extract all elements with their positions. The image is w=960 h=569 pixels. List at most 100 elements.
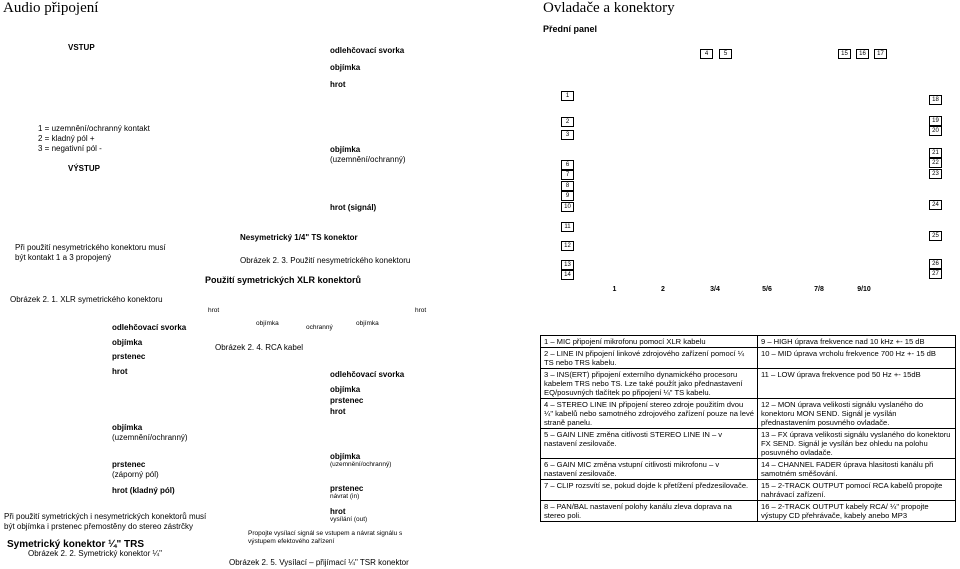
- xlr-note-line-1: Při použití nesymetrického konektoru mus…: [15, 243, 166, 252]
- callout-25: 25: [929, 231, 942, 241]
- ts-label-sleeve-ground: objímka (uzemnění/ochranný): [330, 145, 406, 165]
- callout-13: 13: [561, 260, 574, 270]
- callout-1: 1: [561, 91, 574, 101]
- callout-22: 22: [929, 158, 942, 168]
- tsr-note: Propojte vysílací signál se vstupem a ná…: [248, 530, 402, 546]
- channel-label-9-10: 9/10: [857, 286, 871, 293]
- svg-text:2: 2: [72, 74, 76, 81]
- trs-label-tip-positive: hrot (kladný pól): [112, 486, 175, 495]
- callout-9: 9: [561, 191, 574, 201]
- legend-cell-left: 8 – PAN/BAL nastavení polohy kanálu zlev…: [540, 500, 758, 522]
- legend-cell-right: 12 – MON úprava velikosti signálu vyslan…: [757, 398, 956, 429]
- callout-24: 24: [929, 200, 942, 210]
- trs-note-line-1: Při použití symetrických i nesymetrickýc…: [4, 512, 207, 521]
- trs-label-sleeve-ground: objímka (uzemnění/ochranný): [112, 423, 188, 443]
- tsr-label-ring-return: prstenec návrat (in): [330, 485, 363, 501]
- channel-label-2: 2: [661, 286, 665, 293]
- ts-sleeve-line-2: (uzemnění/ochranný): [330, 155, 406, 164]
- callout-4: 4: [700, 49, 713, 59]
- callout-17: 17: [874, 49, 887, 59]
- legend-cell-right: 10 – MID úprava vrcholu frekvence 700 Hz…: [757, 347, 956, 369]
- legend-cell-left: 6 – GAIN MIC změna vstupní citlivosti mi…: [540, 458, 758, 480]
- trs-label-ring: prstenec: [112, 352, 146, 361]
- trs-sleeve-line-2: (uzemnění/ochranný): [112, 433, 188, 442]
- xlr-note: Při použití nesymetrického konektoru mus…: [15, 243, 166, 263]
- callout-10: 10: [561, 202, 574, 212]
- tsr-tip-line-1: hrot: [330, 507, 346, 516]
- xlr-input-label: VSTUP: [68, 43, 95, 52]
- ts-label-tip: hrot: [330, 80, 346, 89]
- ts-sleeve-line-1: objímka: [330, 145, 361, 154]
- callout-3: 3: [561, 130, 574, 140]
- callout-8: 8: [561, 181, 574, 191]
- callout-14: 14: [561, 270, 574, 280]
- legend-cell-right: 14 – CHANNEL FADER úprava hlasitosti kan…: [757, 458, 956, 480]
- trs-sleeve-line-1: objímka: [112, 423, 143, 432]
- callout-26: 26: [929, 259, 942, 269]
- legend-cell-left: 2 – LINE IN připojení linkové zdrojového…: [540, 347, 758, 369]
- callout-19: 19: [929, 116, 942, 126]
- xlr-output-label: VÝSTUP: [68, 164, 101, 173]
- trs-caption: Obrázek 2. 2. Symetrický konektor ¼": [28, 549, 162, 558]
- callout-18: 18: [929, 95, 942, 105]
- tsr-ring-line-2: návrat (in): [330, 493, 360, 500]
- legend-cell-right: 16 – 2-TRACK OUTPUT kabely RCA/ ¼" propo…: [757, 500, 956, 522]
- channel-label-5-6: 5/6: [762, 286, 772, 293]
- xlr-cable-ochranny: ochranný: [306, 324, 333, 331]
- tsr-tip-line-2: vysílání (out): [330, 516, 368, 523]
- callout-23: 23: [929, 169, 942, 179]
- xlr-caption: Obrázek 2. 1. XLR symetrického konektoru: [10, 295, 163, 304]
- channel-label-7-8: 7/8: [814, 286, 824, 293]
- channel-label-3-4: 3/4: [710, 286, 720, 293]
- front-panel-heading: Přední panel: [543, 24, 598, 34]
- callout-15: 15: [838, 49, 851, 59]
- trs-label-tip: hrot: [112, 367, 128, 376]
- trs-note: Při použití symetrických i nesymetrickýc…: [4, 512, 206, 532]
- xlr-cable-heading: Použití symetrických XLR konektorů: [205, 275, 362, 285]
- ts-label-tip-signal: hrot (signál): [330, 203, 377, 212]
- legend-row: 8 – PAN/BAL nastavení polohy kanálu zlev…: [540, 500, 956, 522]
- legend-cell-left: 5 – GAIN LINE změna citlivosti STEREO LI…: [540, 428, 758, 459]
- callout-5: 5: [719, 49, 732, 59]
- trs-title: Symetrický konektor ¼" TRS: [7, 539, 145, 550]
- xlr-pin-legend: 1 = uzemnění/ochranný kontakt 2 = kladný…: [38, 124, 150, 154]
- legend-row: 2 – LINE IN připojení linkové zdrojového…: [540, 347, 956, 369]
- callout-11: 11: [561, 222, 574, 232]
- tsr-label-sleeve: objímka: [330, 385, 361, 394]
- controls-legend-table: 1 – MIC připojení mikrofonu pomocí XLR k…: [540, 335, 956, 522]
- tsr-sleeve-line-1: objímka: [330, 452, 361, 461]
- legend-cell-right: 15 – 2-TRACK OUTPUT pomocí RCA kabelů pr…: [757, 479, 956, 501]
- legend-row: 5 – GAIN LINE změna citlivosti STEREO LI…: [540, 428, 956, 459]
- xlr-cable-objimka-left: objímka: [256, 320, 279, 327]
- pin-legend-1: 1 = uzemnění/ochranný kontakt: [38, 124, 150, 133]
- tsr-label-relief: odlehčovací svorka: [330, 370, 405, 379]
- callout-27: 27: [929, 269, 942, 279]
- callout-6: 6: [561, 160, 574, 170]
- svg-text:1: 1: [96, 74, 100, 81]
- pin-legend-2: 2 = kladný pól +: [38, 134, 95, 143]
- legend-cell-right: 9 – HIGH úprava frekvence nad 10 kHz +- …: [757, 335, 956, 348]
- mixer-brand: HMIX1002: [592, 69, 630, 78]
- ts-label-relief: odlehčovací svorka: [330, 46, 405, 55]
- legend-row: 6 – GAIN MIC změna vstupní citlivosti mi…: [540, 458, 956, 480]
- xlr-cable-objimka-right: objímka: [356, 320, 379, 327]
- tsr-label-tip: hrot: [330, 407, 346, 416]
- channel-label-1: 1: [612, 286, 617, 293]
- right-section-title: Ovladače a konektory: [543, 0, 675, 16]
- tsr-note-line-2: výstupem efektového zařízení: [248, 538, 335, 545]
- ts-label-sleeve: objímka: [330, 63, 361, 72]
- tsr-sleeve-line-2: (uzemnění/ochranný): [330, 461, 392, 468]
- callout-21: 21: [929, 148, 942, 158]
- ts-title: Nesymetrický 1/4" TS konektor: [240, 233, 358, 242]
- callout-16: 16: [856, 49, 869, 59]
- legend-row: 4 – STEREO LINE IN připojení stereo zdro…: [540, 398, 956, 429]
- legend-row: 3 – INS(ERT) připojení externího dynamic…: [540, 368, 956, 399]
- trs-ring-line-2: (záporný pól): [112, 470, 159, 479]
- xlr-cable-hrot-left: hrot: [208, 307, 220, 314]
- legend-cell-left: 7 – CLIP rozsvítí se, pokud dojde k přet…: [540, 479, 758, 501]
- left-section-title: Audio připojení: [3, 0, 99, 16]
- tsr-caption: Obrázek 2. 5. Vysílací – přijímací ¼" TS…: [229, 558, 409, 567]
- rca-caption: Obrázek 2. 4. RCA kabel: [215, 343, 304, 352]
- tsr-label-ring: prstenec: [330, 396, 364, 405]
- legend-row: 7 – CLIP rozsvítí se, pokud dojde k přet…: [540, 479, 956, 501]
